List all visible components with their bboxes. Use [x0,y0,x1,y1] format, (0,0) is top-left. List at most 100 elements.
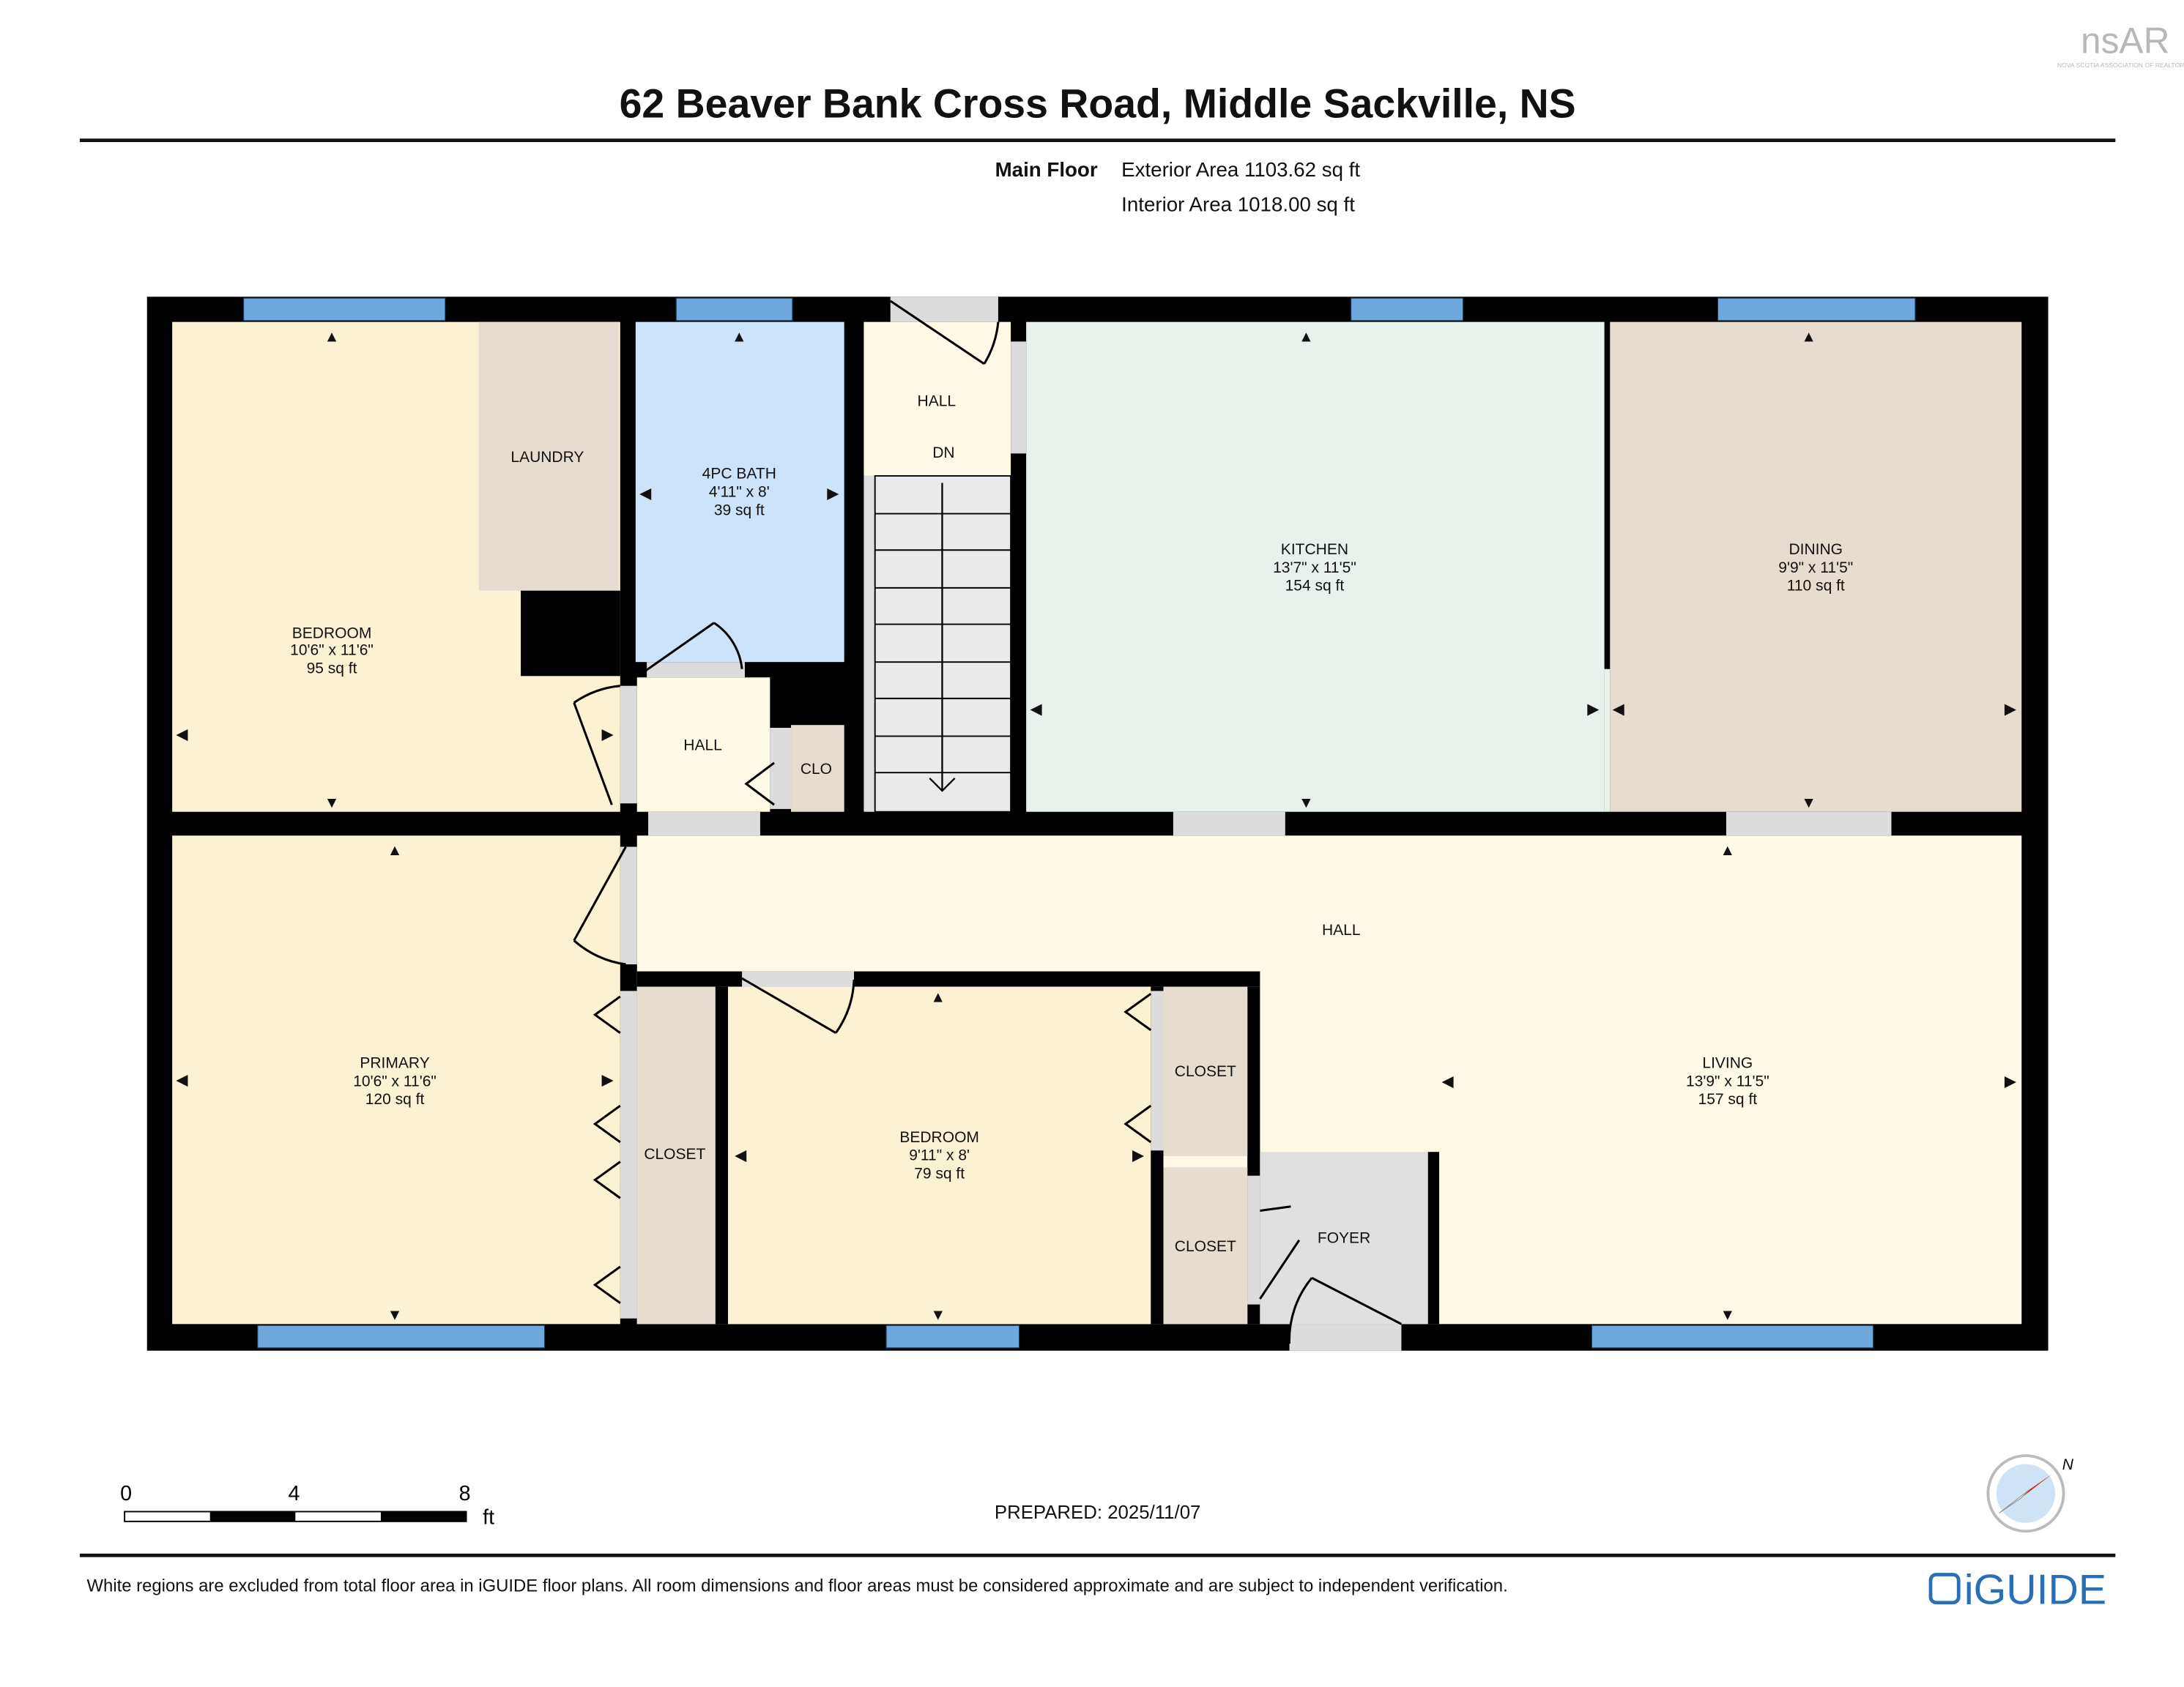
window [885,1325,1020,1349]
door-swings [573,299,1403,1344]
stairs-label: DN [932,444,954,461]
arrow-left-icon: ◀ [176,726,188,742]
prepared-date: PREPARED: 2025/11/07 [995,1502,1201,1523]
door-openings [620,297,1892,1351]
arrow-left-icon: ◀ [1030,701,1042,718]
room-closet-3 [1163,1167,1248,1325]
room-dims: 13'7" x 11'5" [1273,559,1356,576]
room-dims: 9'9" x 11'5" [1778,559,1853,576]
exterior-area: Exterior Area 1103.62 sq ft [1121,158,1360,181]
window [1591,1325,1874,1349]
nsar-logo: nsAR NOVA SCOTIA ASSOCIATION OF REALTORS… [2057,21,2184,69]
room-label: CLOSET [1175,1238,1236,1255]
room-hall-small [636,677,770,812]
scale-tick: 0 [120,1482,132,1505]
room-area: 110 sq ft [1787,578,1845,595]
room-closet-2 [1163,986,1248,1156]
windows [243,297,1916,1349]
room-label: CLOSET [644,1146,705,1163]
room-label: BEDROOM [899,1129,979,1146]
title-divider [79,138,2116,143]
room-hall-top [863,321,1011,476]
arrow-up-icon: ▲ [1801,328,1816,345]
stairs [863,474,1012,813]
scale-tick: 8 [459,1482,471,1505]
arrow-right-icon: ▶ [602,726,614,742]
room-area: 95 sq ft [307,660,357,677]
room-area: 157 sq ft [1698,1091,1758,1108]
room-primary [172,835,620,1325]
room-area: 39 sq ft [714,502,765,518]
room-dims: 10'6" x 11'6" [290,642,374,659]
room-label: CLOSET [1175,1063,1236,1080]
interior-area: Interior Area 1018.00 sq ft [1121,193,1355,216]
room-dims: 10'6" x 11'6" [353,1073,437,1090]
arrow-up-icon: ▲ [324,328,340,345]
window [675,297,793,321]
room-label: BEDROOM [292,625,372,642]
arrow-left-icon: ◀ [639,485,652,502]
arrow-left-icon: ◀ [176,1071,188,1088]
room-area: 79 sq ft [914,1166,965,1183]
stairs-down-arrow-icon [929,483,956,792]
arrow-down-icon: ▼ [387,1307,403,1324]
room-label: FOYER [1318,1229,1370,1246]
dimension-arrows: ▲ ▼ ◀ ▶ ▲ ◀ ▶ ▲ ▼ ◀ ▶ ▲ ▼ ◀ ▶ ▲ ▼ ◀ ▶ ▲ … [176,328,2016,1323]
room-label: PRIMARY [360,1055,429,1072]
arrow-right-icon: ▶ [2005,701,2017,718]
disclaimer: White regions are excluded from total fl… [87,1576,1508,1595]
room-label: HALL [918,392,957,409]
room-dims: 9'11" x 8' [909,1147,970,1164]
arrow-left-icon: ◀ [735,1147,747,1164]
arrow-right-icon: ▶ [602,1071,614,1088]
arrow-right-icon: ▶ [1132,1147,1145,1164]
arrow-right-icon: ▶ [1587,701,1600,718]
arrow-up-icon: ▲ [1720,842,1735,859]
room-area: 154 sq ft [1285,578,1345,595]
room-closet-1 [636,986,716,1325]
logo-text: nsAR [2081,21,2170,62]
arrow-up-icon: ▲ [1299,328,1314,345]
window [1717,297,1916,321]
arrow-up-icon: ▲ [930,989,946,1006]
iguide-logo: iGUIDE [1928,1567,2106,1614]
room-laundry [478,321,619,591]
room-label: LIVING [1702,1055,1753,1072]
room-label: LAUNDRY [510,449,584,466]
scale-bar: 0 4 8 ft [120,1482,494,1529]
window [1351,297,1464,321]
logo-subtext: NOVA SCOTIA ASSOCIATION OF REALTORS® [2057,62,2184,69]
window [243,297,446,321]
room-kitchen [1026,321,1605,812]
room-label: DINING [1789,541,1843,558]
room-bedroom-2 [728,986,1151,1325]
arrow-down-icon: ▼ [1720,1307,1735,1324]
arrow-down-icon: ▼ [1801,794,1816,811]
iguide-icon [1928,1573,1961,1605]
arrow-down-icon: ▼ [930,1307,946,1324]
compass-icon: N [1986,1454,2074,1533]
room-dining [1610,321,2022,812]
arrow-left-icon: ◀ [1441,1073,1454,1090]
room-label: HALL [683,737,722,754]
arrow-right-icon: ▶ [827,485,839,502]
room-label: 4PC BATH [702,466,776,483]
footer-divider [79,1553,2116,1557]
room-area: 120 sq ft [365,1091,425,1108]
arrow-down-icon: ▼ [324,794,340,811]
window [257,1325,546,1349]
room-label: KITCHEN [1281,541,1348,558]
room-clo [791,725,844,812]
brand-name: iGUIDE [1964,1567,2106,1614]
scale-unit: ft [483,1506,494,1530]
arrow-left-icon: ◀ [1613,701,1625,718]
compass-north-label: N [2062,1456,2074,1473]
floor-name: Main Floor [995,158,1098,181]
room-dims: 4'11" x 8' [709,484,770,501]
wall-block [521,590,620,677]
arrow-up-icon: ▲ [732,328,747,345]
page-title: 62 Beaver Bank Cross Road, Middle Sackvi… [620,81,1576,127]
room-label: HALL [1322,922,1361,939]
arrow-up-icon: ▲ [387,842,403,859]
